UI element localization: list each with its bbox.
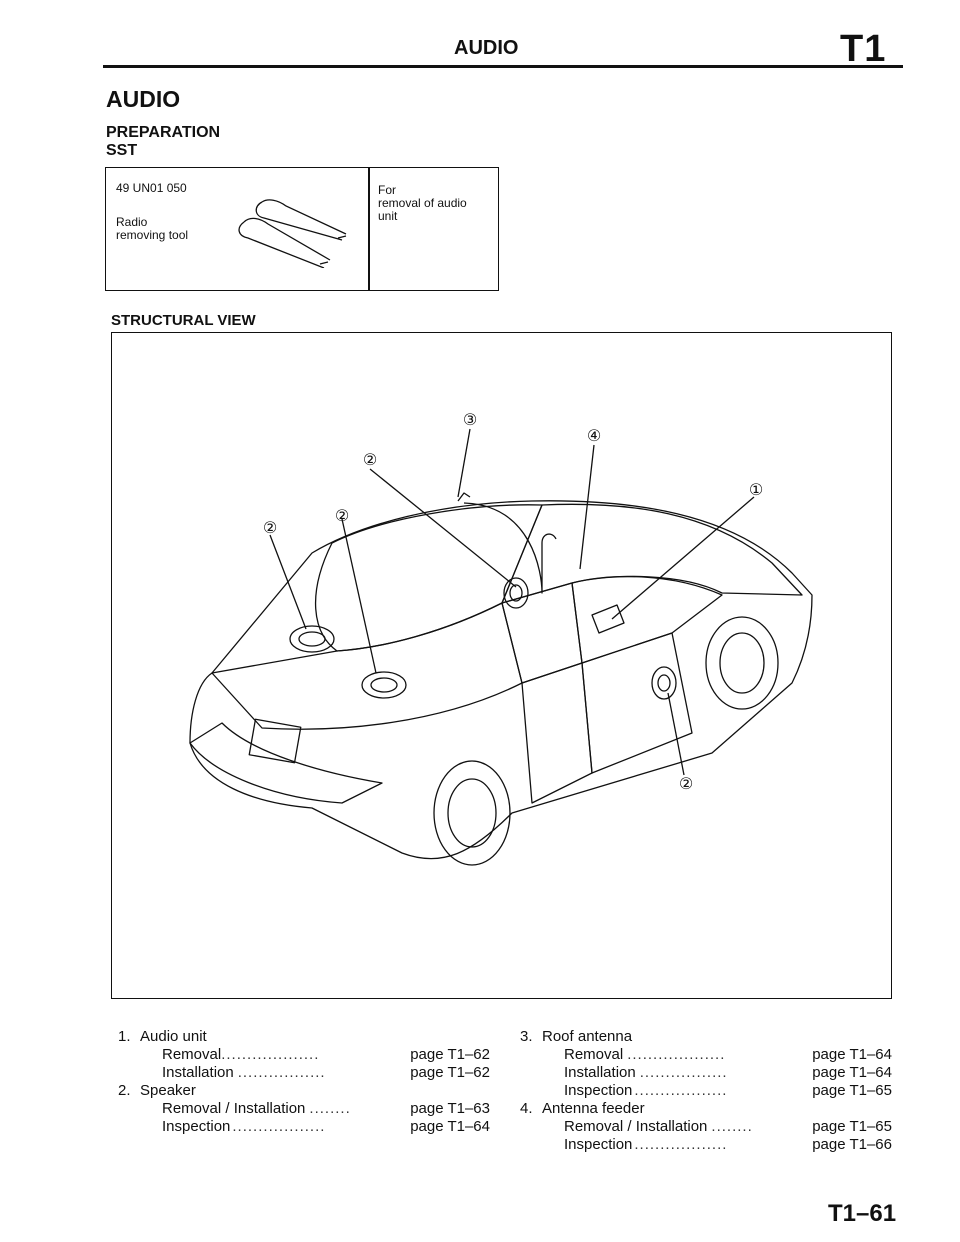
radio-removing-tool-illustration — [238, 199, 347, 268]
sst-part-number: 49 UN01 050 — [116, 181, 187, 195]
legend-item: 4.Antenna feeder — [520, 1100, 645, 1117]
header-section-code: T1 — [840, 28, 887, 70]
front-door-speaker — [651, 666, 677, 700]
side-window-front — [571, 575, 723, 664]
legend-subitem: Inspection..................page T1–66 — [564, 1136, 892, 1153]
rear-door — [521, 662, 593, 804]
front-door — [581, 632, 693, 774]
sst-purpose: For removal of audio unit — [378, 183, 467, 223]
rear-shelf-speaker-right — [361, 671, 407, 699]
page-heading: AUDIO — [106, 86, 181, 112]
callout-2b: ② — [335, 506, 349, 525]
legend-subitem: Inspection..................page T1–65 — [564, 1082, 892, 1099]
callout-4: ④ — [587, 426, 601, 445]
header-title: AUDIO — [454, 37, 519, 59]
front-wheel — [705, 616, 779, 710]
roof-antenna — [457, 492, 471, 502]
roof — [501, 503, 803, 604]
legend-subitem: Removal...................page T1–64 — [564, 1046, 892, 1063]
rear-wheel — [433, 760, 511, 866]
legend-subitem: Removal / Installation........page T1–63 — [162, 1100, 490, 1117]
sst-tool-name: Radio removing tool — [116, 215, 189, 242]
structural-view-title: STRUCTURAL VIEW — [111, 312, 256, 329]
license-plate — [248, 718, 302, 764]
car-body-outline — [189, 500, 813, 860]
legend-subitem: Inspection..................page T1–64 — [162, 1118, 490, 1135]
legend-item: 3.Roof antenna — [520, 1028, 633, 1045]
sst-table: 49 UN01 050 Radio removing tool For remo… — [105, 167, 499, 291]
callout-2a: ② — [363, 450, 377, 469]
structural-view-figure: ③ ④ ② ② ② ① ② — [111, 332, 892, 999]
sst-table-divider — [368, 168, 370, 290]
legend-item: 1.Audio unit — [118, 1028, 207, 1045]
callout-1: ① — [749, 480, 763, 499]
legend-left: 1.Audio unit Removal...................p… — [118, 1028, 490, 1136]
legend-subitem: Removal / Installation........page T1–65 — [564, 1118, 892, 1135]
callout-2c: ② — [263, 518, 277, 537]
car-audio-diagram: ③ ④ ② ② ② ① ② — [189, 410, 813, 866]
legend-subitem: Installation.................page T1–62 — [162, 1064, 490, 1081]
trunk-lid — [211, 602, 523, 730]
subheading-sst: SST — [106, 142, 138, 159]
rear-shelf-speaker-left — [289, 625, 335, 653]
rear-bumper — [189, 722, 383, 804]
rear-door-speaker — [503, 577, 529, 609]
legend-right: 3.Roof antenna Removal..................… — [520, 1028, 892, 1154]
subheading-preparation: PREPARATION — [106, 124, 221, 141]
audio-unit — [591, 604, 625, 634]
header-rule — [103, 65, 903, 68]
antenna-feeder — [463, 502, 557, 594]
legend-subitem: Installation.................page T1–64 — [564, 1064, 892, 1081]
legend-subitem: Removal...................page T1–62 — [162, 1046, 490, 1063]
callout-2d: ② — [679, 774, 693, 793]
side-window-rear — [501, 582, 583, 684]
callout-3: ③ — [463, 410, 477, 429]
legend-item: 2.Speaker — [118, 1082, 196, 1099]
page-number: T1–61 — [828, 1200, 897, 1227]
